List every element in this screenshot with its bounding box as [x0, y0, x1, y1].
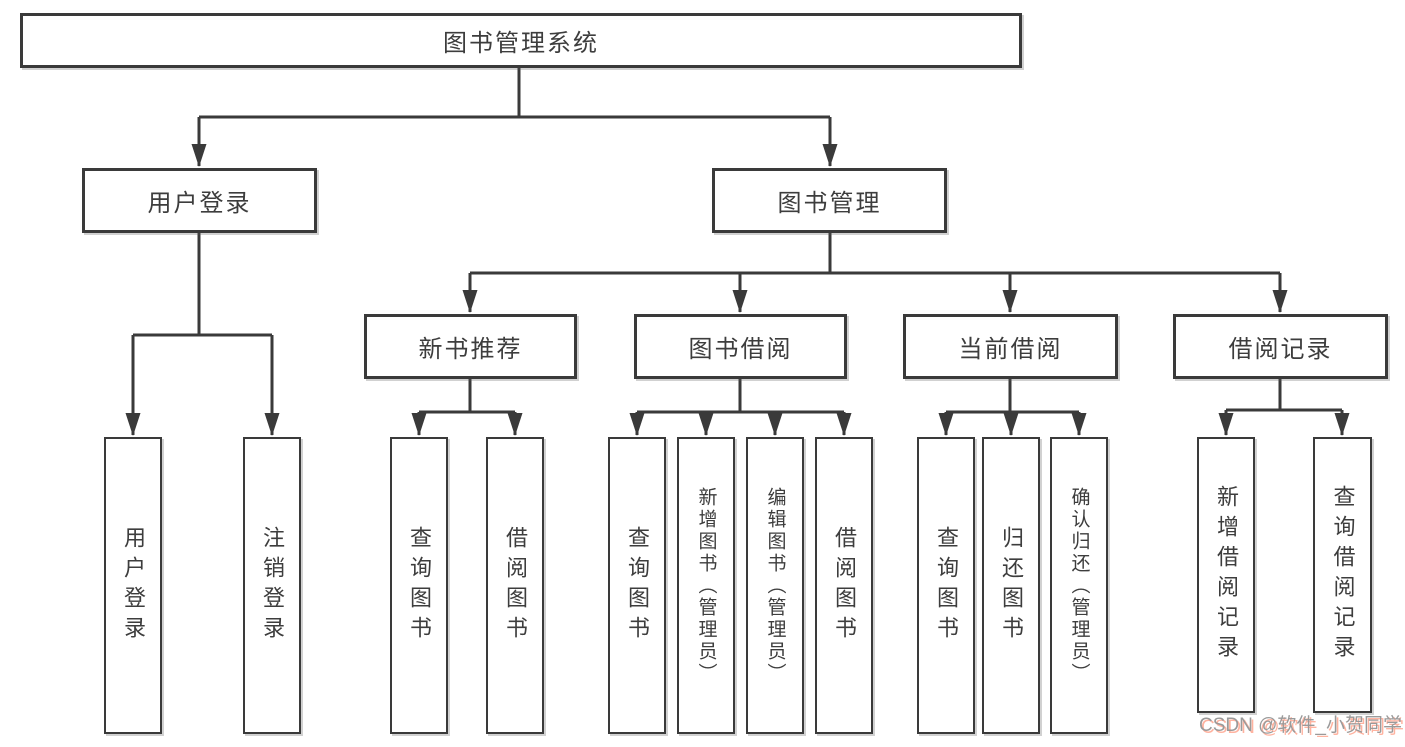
- leaf-borrow-query-books-label: 查询图书: [625, 525, 650, 646]
- leaf-recommend-borrow-books-label: 借阅图书: [503, 525, 528, 646]
- node-borrow-records-label: 借阅记录: [1228, 336, 1333, 363]
- leaf-recommend-borrow-books: 借阅图书: [486, 437, 544, 734]
- node-user-login-label: 用户登录: [147, 190, 252, 217]
- leaf-confirm-return-admin: 确认归还（管理员）: [1050, 437, 1108, 734]
- node-root-label: 图书管理系统: [443, 30, 599, 57]
- node-new-book-recommend: 新书推荐: [364, 314, 577, 379]
- leaf-recommend-query-books: 查询图书: [390, 437, 448, 734]
- leaf-add-borrow-record-label: 新增借阅记录: [1214, 485, 1239, 665]
- leaf-return-book: 归还图书: [982, 437, 1040, 734]
- leaf-add-book-admin-label: 新增图书（管理员）: [695, 486, 717, 685]
- node-book-management: 图书管理: [712, 168, 947, 233]
- leaf-logout: 注销登录: [243, 437, 301, 734]
- leaf-query-borrow-record-label: 查询借阅记录: [1330, 485, 1356, 665]
- leaf-current-query-books-label: 查询图书: [934, 525, 959, 646]
- node-new-book-recommend-label: 新书推荐: [418, 336, 523, 363]
- node-borrow-records: 借阅记录: [1173, 314, 1388, 379]
- node-book-borrow: 图书借阅: [634, 314, 847, 379]
- leaf-borrow-query-books: 查询图书: [608, 437, 666, 734]
- leaf-confirm-return-admin-label: 确认归还（管理员）: [1068, 486, 1090, 685]
- leaf-query-borrow-record: 查询借阅记录: [1313, 437, 1372, 713]
- node-current-borrow-label: 当前借阅: [958, 336, 1063, 363]
- node-book-management-label: 图书管理: [777, 190, 882, 217]
- leaf-user-login: 用户登录: [104, 437, 162, 734]
- leaf-user-login-label: 用户登录: [121, 525, 146, 646]
- leaf-borrow-book-label: 借阅图书: [832, 525, 857, 646]
- leaf-current-query-books: 查询图书: [917, 437, 975, 734]
- leaf-recommend-query-books-label: 查询图书: [407, 525, 432, 646]
- leaf-add-borrow-record: 新增借阅记录: [1197, 437, 1255, 713]
- node-current-borrow: 当前借阅: [903, 314, 1118, 379]
- node-user-login: 用户登录: [82, 168, 317, 233]
- csdn-watermark: CSDN @软件_小贺同学: [1199, 715, 1402, 736]
- leaf-return-book-label: 归还图书: [999, 525, 1024, 646]
- leaf-borrow-book: 借阅图书: [815, 437, 873, 734]
- leaf-edit-book-admin-label: 编辑图书（管理员）: [764, 486, 786, 685]
- leaf-add-book-admin: 新增图书（管理员）: [677, 437, 735, 734]
- leaf-edit-book-admin: 编辑图书（管理员）: [746, 437, 804, 734]
- node-root: 图书管理系统: [20, 13, 1022, 68]
- leaf-logout-label: 注销登录: [260, 525, 285, 646]
- node-book-borrow-label: 图书借阅: [688, 336, 793, 363]
